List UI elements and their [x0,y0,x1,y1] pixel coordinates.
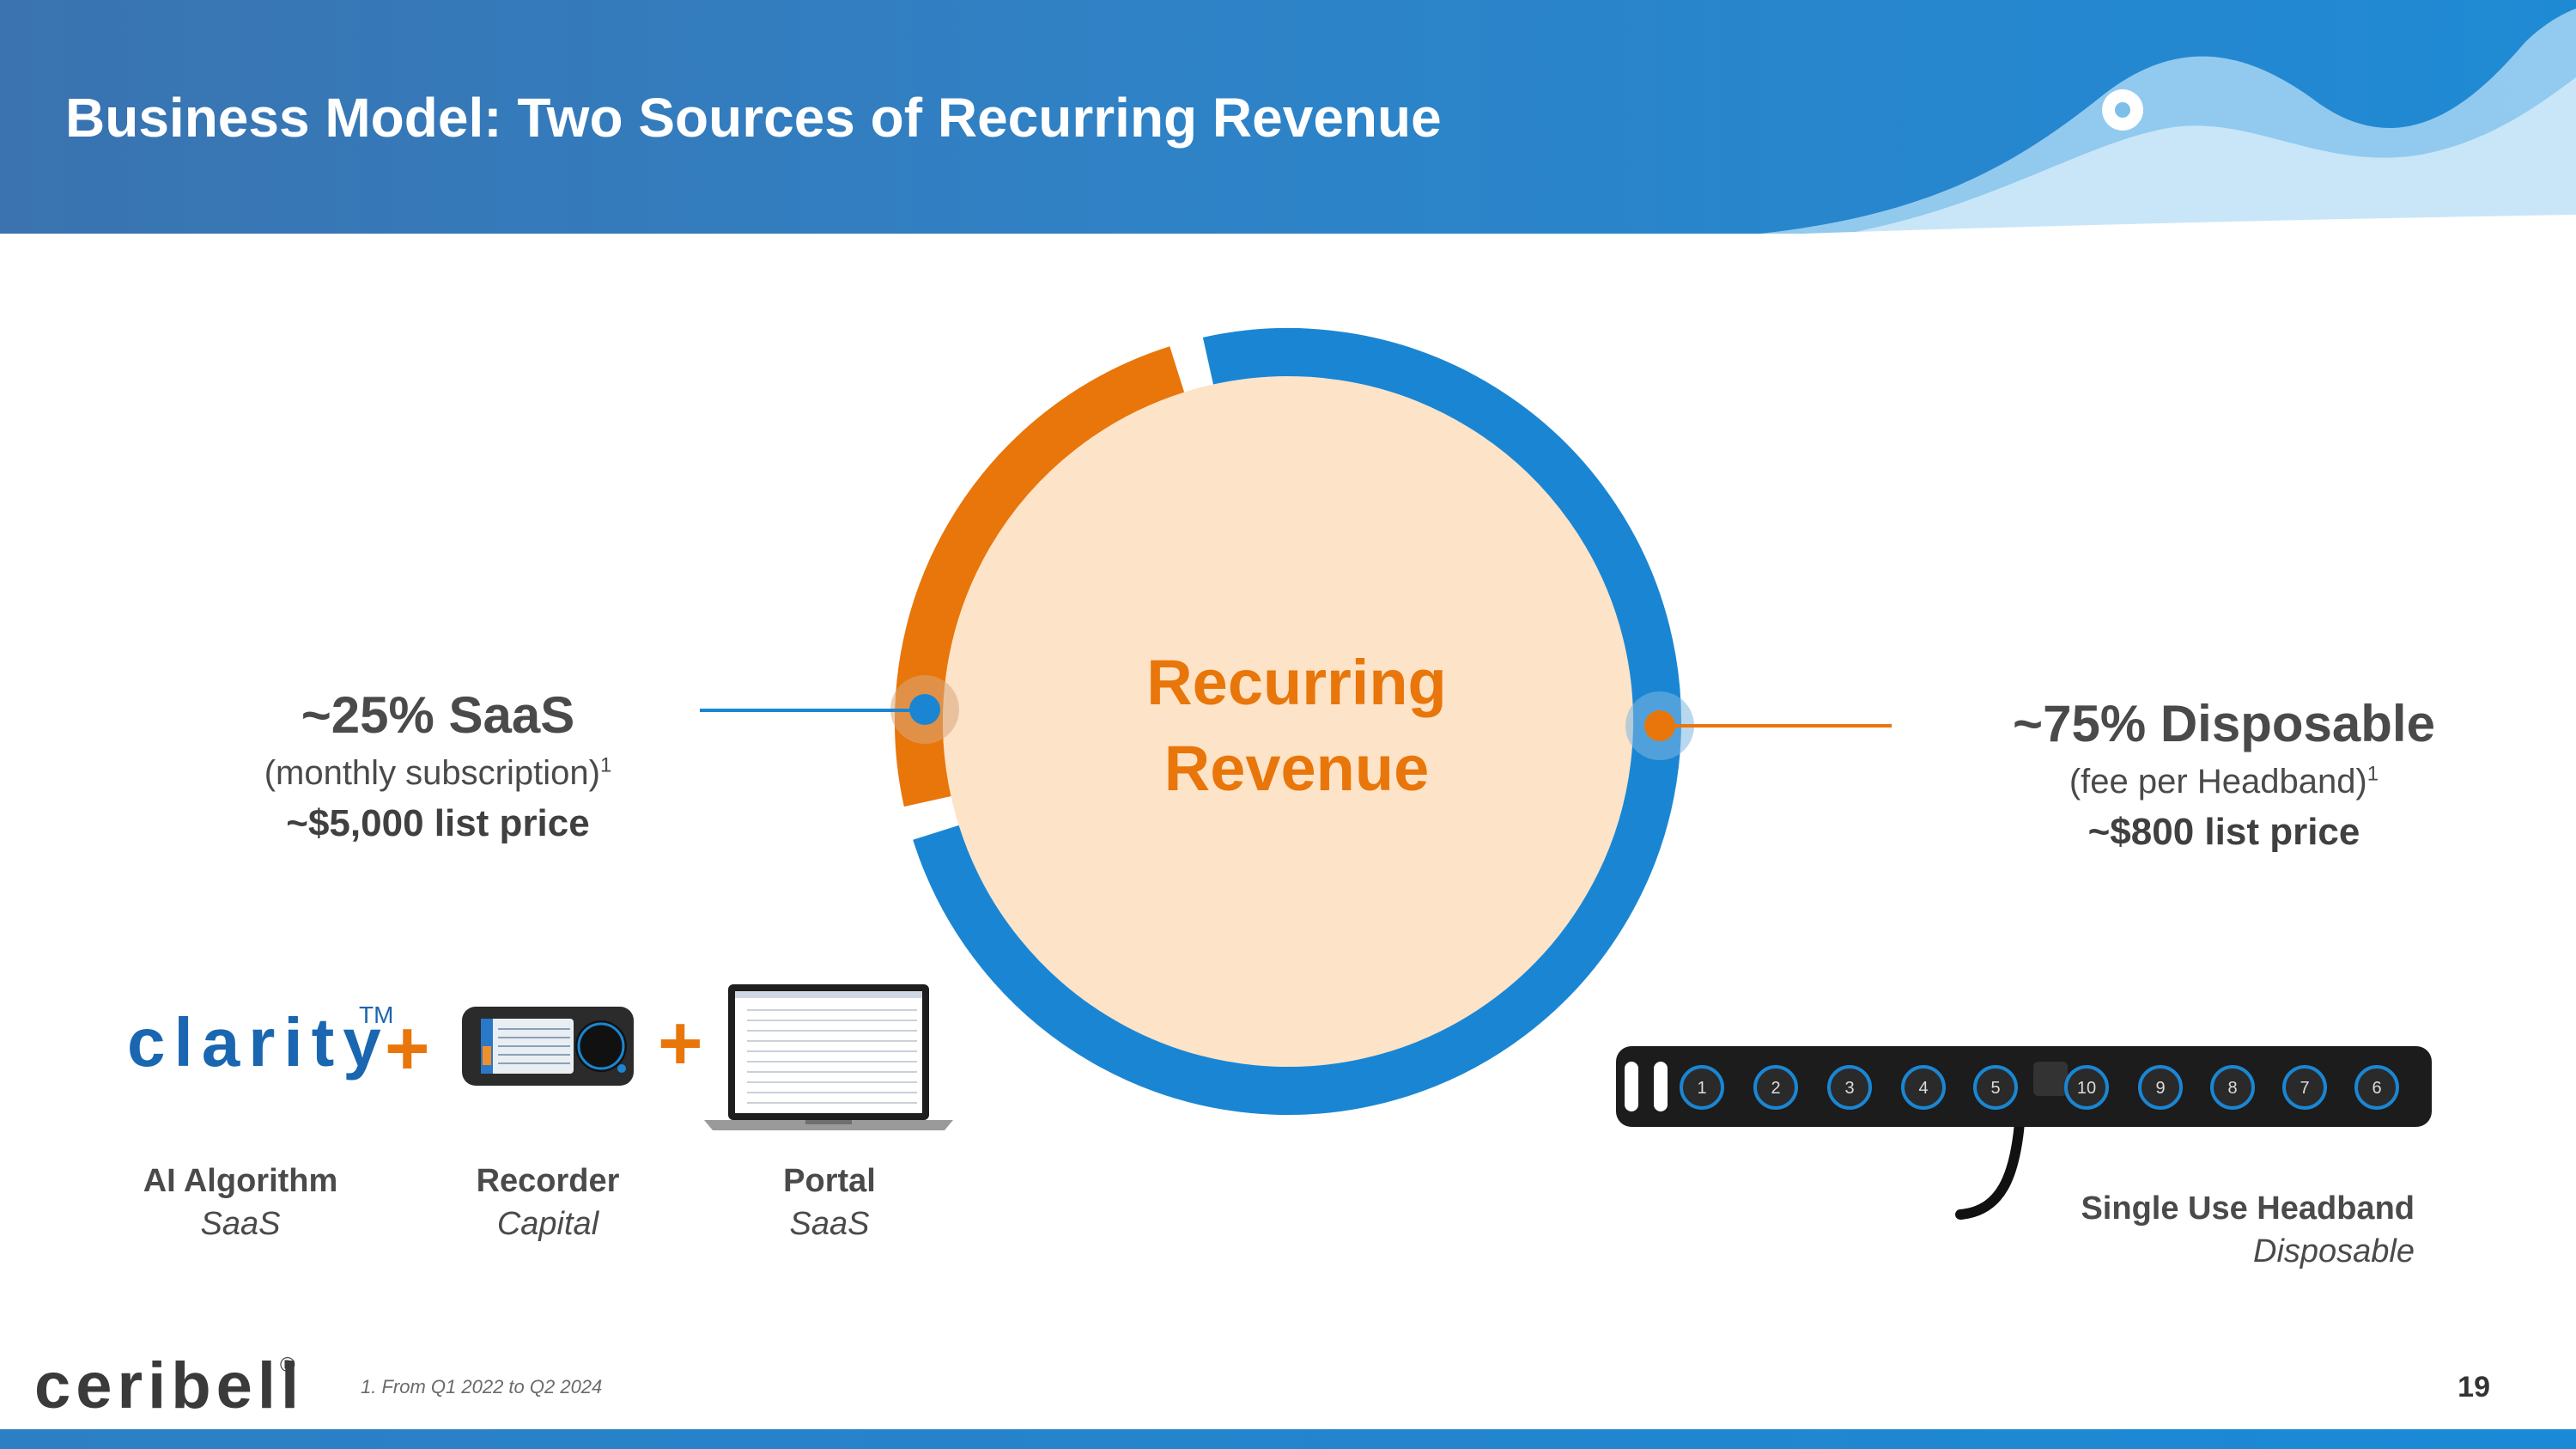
plus-sign-1: + [385,1006,430,1092]
electrode-4 [1901,1065,1946,1110]
saas-description: (monthly subscription)1 [163,754,713,793]
product-type-ai-algorithm: SaaS [200,1206,281,1242]
recurring-revenue-ring [890,328,1694,1115]
saas-footnote-ref: 1 [599,753,612,777]
electrode-8 [2210,1065,2255,1110]
disposable-description-text: (fee per Headband) [2069,763,2367,801]
electrode-label: 7 [2300,1079,2309,1098]
electrode-label: 5 [1990,1079,2000,1098]
bottom-bar [0,1429,2576,1449]
electrode-7 [2282,1065,2327,1110]
electrode-2 [1753,1065,1798,1110]
headband-name: Single Use Headband [2081,1190,2415,1227]
page-title: Business Model: Two Sources of Recurring… [65,87,1442,149]
ceribell-logo: ceribell [34,1349,305,1422]
header-banner: Business Model: Two Sources of Recurring… [0,0,2576,234]
headband-type: Disposable [2253,1233,2415,1269]
headband-electrodes: 1 2 3 4 5 10 9 8 7 6 [1680,1065,2399,1110]
saas-description-text: (monthly subscription) [264,754,600,792]
ceribell-registered-mark: ® [280,1354,295,1377]
saas-connector-dot [909,694,940,725]
electrode-label: 8 [2227,1079,2237,1098]
electrode-label: 6 [2372,1079,2381,1098]
electrode-label: 1 [1697,1079,1706,1098]
plus-sign-2: + [658,1001,703,1087]
center-label-line2: Revenue [1163,733,1430,804]
electrode-5 [1973,1065,2018,1110]
ring-fill [943,376,1633,1067]
electrode-10 [2064,1065,2109,1110]
product-name-portal: Portal [783,1163,876,1199]
saas-share-label: ~25% SaaS [301,686,575,744]
headband-image: 1 2 3 4 5 10 9 8 7 6 [1616,1046,2432,1220]
recorder-device-image [462,1007,634,1086]
product-type-recorder: Capital [496,1206,599,1242]
electrode-1 [1680,1065,1724,1110]
disposable-share-arc [913,328,1681,1115]
disposable-description: (fee per Headband)1 [1949,763,2499,801]
header-wave-graphic [1760,9,2576,234]
electrode-label: 9 [2155,1079,2165,1098]
saas-connector-line [700,709,925,712]
footnote: 1. From Q1 2022 to Q2 2024 [361,1376,603,1397]
saas-price: ~$5,000 list price [286,802,590,844]
disposable-connector-line [1660,724,1892,728]
center-label-line1: Recurring [1146,647,1447,718]
electrode-9 [2138,1065,2183,1110]
product-type-portal: SaaS [789,1206,870,1242]
product-name-ai-algorithm: AI Algorithm [143,1163,338,1199]
electrode-label: 3 [1844,1079,1854,1098]
electrode-label: 10 [2077,1079,2096,1098]
disposable-footnote-ref: 1 [2366,762,2379,786]
portal-laptop-image [704,984,953,1130]
disposable-price: ~$800 list price [2087,811,2360,853]
page-number: 19 [2458,1371,2490,1403]
electrode-label: 2 [1771,1079,1780,1098]
electrode-3 [1827,1065,1872,1110]
clarity-logo: clarity [127,1004,390,1081]
product-name-recorder: Recorder [476,1163,620,1199]
disposable-share-label: ~75% Disposable [2013,695,2435,752]
clarity-trademark: TM [359,1002,394,1028]
electrode-6 [2354,1065,2399,1110]
electrode-label: 4 [1918,1079,1928,1098]
